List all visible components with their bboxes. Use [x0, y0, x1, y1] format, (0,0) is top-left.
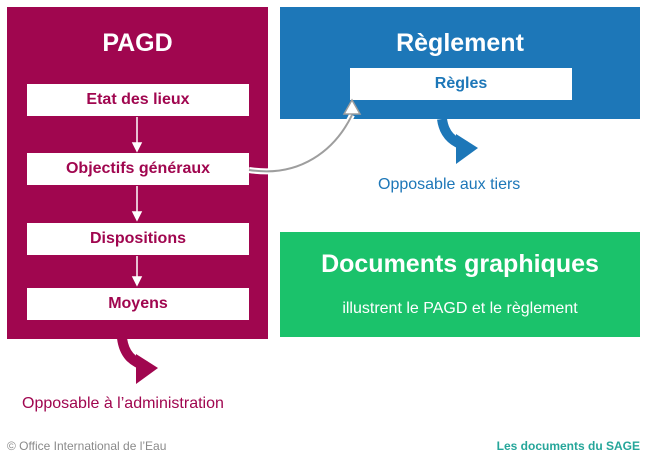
- reglement-title: Règlement: [396, 29, 524, 57]
- opposable-administration-caption: Opposable à l’administration: [22, 395, 224, 412]
- reglement-box-regles: Règles: [350, 68, 572, 100]
- pagd-box-moyens: Moyens: [27, 288, 249, 320]
- pagd-box-dispositions: Dispositions: [27, 223, 249, 255]
- pagd-panel: PAGD Etat des lieux Objectifs généraux D…: [7, 7, 268, 339]
- pagd-box-etat-des-lieux: Etat des lieux: [27, 84, 249, 116]
- footer-label: Les documents du SAGE: [496, 439, 640, 453]
- pagd-opposable-arrowhead: [136, 354, 158, 384]
- reglement-opposable-arrow: [437, 118, 468, 151]
- pagd-title: PAGD: [102, 29, 173, 57]
- pagd-opposable-arrow: [117, 337, 148, 371]
- documents-title: Documents graphiques: [321, 250, 599, 278]
- copyright-credit: © Office International de l’Eau: [7, 439, 167, 453]
- opposable-tiers-caption: Opposable aux tiers: [378, 176, 521, 193]
- pagd-box-objectifs-generaux: Objectifs généraux: [27, 153, 249, 185]
- documents-subtitle: illustrent le PAGD et le règlement: [342, 300, 578, 317]
- reglement-opposable-arrowhead: [456, 134, 478, 164]
- documents-graphiques-panel: Documents graphiques illustrent le PAGD …: [280, 232, 640, 337]
- reglement-panel: Règlement Règles: [280, 7, 640, 119]
